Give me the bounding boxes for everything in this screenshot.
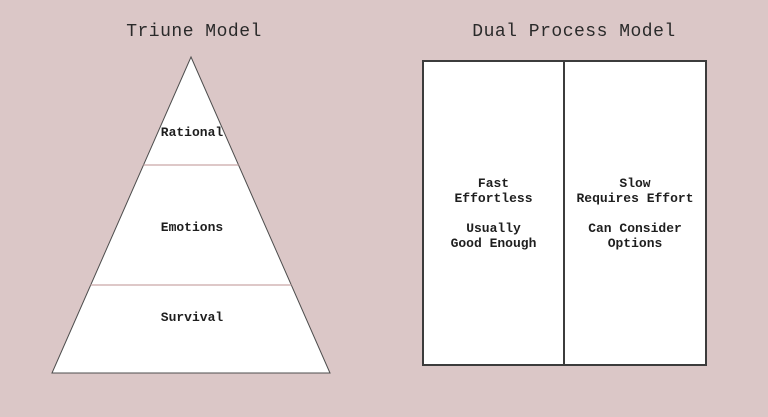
system2-line-slow: Slow [619, 176, 651, 191]
pyramid-level-label-rational: Rational [160, 125, 224, 140]
pyramid-outline [51, 55, 331, 374]
system1-line-fast: Fast [477, 176, 510, 191]
triune-model-title: Triune Model [126, 22, 262, 42]
pyramid-level-label-emotions: Emotions [160, 220, 224, 235]
spacer [565, 206, 705, 221]
system2-line-requires-effort: Requires Effort [576, 191, 694, 206]
system2-line-options: Options [607, 236, 663, 251]
dual-column-system1: Fast Effortless Usually Good Enough [424, 62, 565, 364]
system1-line-good-enough: Good Enough [450, 236, 537, 251]
spacer [424, 206, 563, 221]
pyramid-diagram [51, 55, 331, 374]
pyramid-level-label-survival: Survival [160, 310, 224, 325]
dual-process-model-title: Dual Process Model [472, 22, 676, 42]
dual-process-box: Fast Effortless Usually Good Enough Slow… [422, 60, 707, 366]
dual-column-system2: Slow Requires Effort Can Consider Option… [565, 62, 705, 364]
system1-line-effortless: Effortless [454, 191, 533, 206]
system1-line-usually: Usually [466, 221, 521, 236]
system2-line-can-consider: Can Consider [588, 221, 682, 236]
